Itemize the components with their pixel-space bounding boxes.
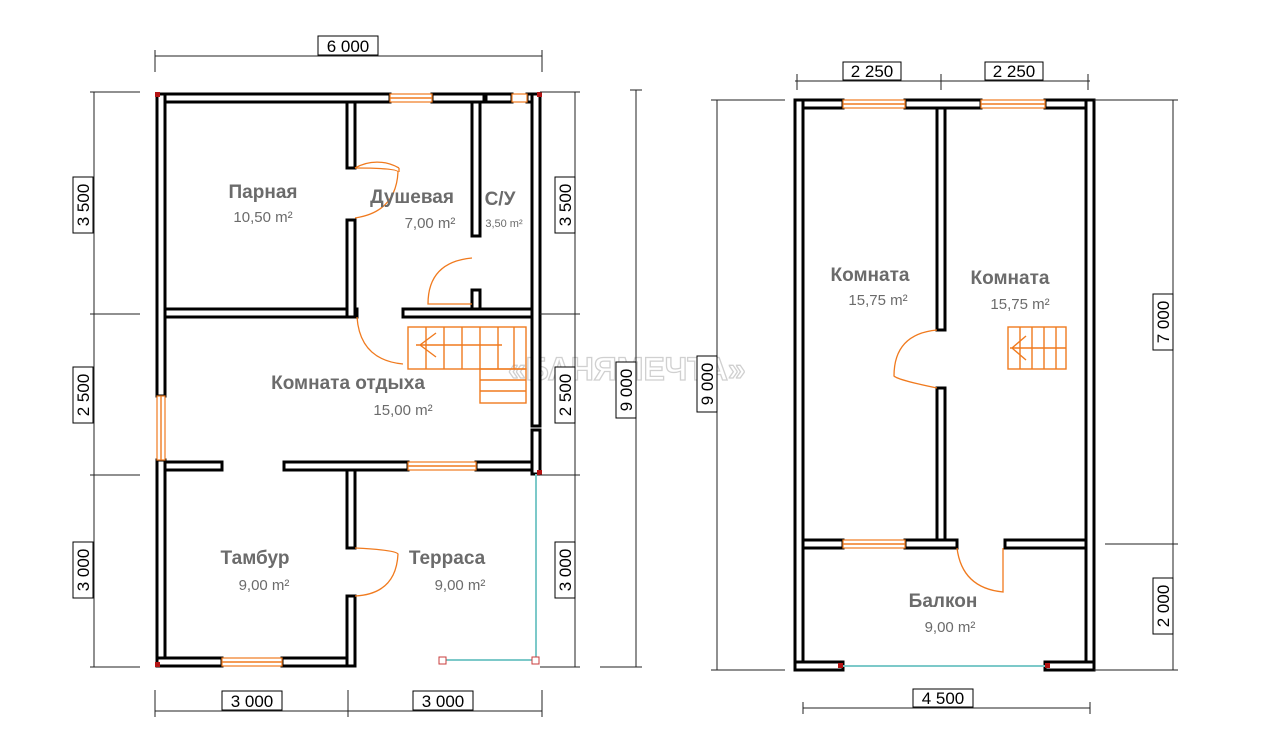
dim-upper-right-bottom: 2 000: [1154, 585, 1173, 628]
ground-dim-left: 3 500 2 500 3 000: [72, 91, 140, 668]
upper-dim-left: 9 000: [696, 99, 785, 671]
upper-dim-right: 7 000 2 000: [1094, 99, 1178, 671]
dim-upper-bottom-total: 4 500: [922, 689, 965, 708]
room-name-balkon: Балкон: [909, 591, 978, 612]
terrace-railing: [438, 474, 540, 665]
room-name-komnata-left: Комната: [831, 265, 910, 286]
room-name-komnata-right: Комната: [971, 268, 1050, 289]
room-area-komnata-otdykha: 15,00 m²: [373, 402, 432, 419]
ground-dim-right: 3 500 2 500 3 000 9 000: [540, 89, 642, 668]
dim-ground-bottom-right: 3 000: [422, 692, 465, 711]
room-area-komnata-left: 15,75 m²: [848, 292, 907, 309]
dim-upper-left-total: 9 000: [698, 363, 717, 406]
ground-dim-bottom: 3 000 3 000: [154, 690, 543, 717]
room-name-komnata-otdykha: Комната отдыха: [271, 373, 425, 394]
room-name-su: С/У: [485, 189, 516, 210]
dim-ground-left-middle: 2 500: [74, 374, 93, 417]
upper-floor-doors: [893, 329, 1004, 593]
room-area-komnata-right: 15,75 m²: [990, 296, 1049, 313]
upper-floor-windows: [842, 99, 1046, 549]
room-name-parnaya: Парная: [229, 182, 298, 203]
room-area-tambur: 9,00 m²: [239, 577, 290, 594]
dim-ground-left-top: 3 500: [74, 184, 93, 227]
ground-floor-doors: [354, 161, 473, 597]
upper-dim-bottom: 4 500: [802, 688, 1091, 714]
dim-ground-right-top: 3 500: [556, 184, 575, 227]
dim-upper-top-right: 2 250: [993, 62, 1036, 81]
upper-floor-walls: [793, 98, 1096, 672]
room-name-tambur: Тамбур: [221, 548, 290, 569]
dim-upper-top-left: 2 250: [851, 62, 894, 81]
upper-floor-stairs: [1007, 326, 1067, 370]
ground-dim-top: 6 000: [154, 35, 543, 72]
dim-ground-top-total: 6 000: [327, 37, 370, 56]
dim-upper-right-top: 7 000: [1154, 301, 1173, 344]
dim-ground-right-total: 9 000: [617, 369, 636, 412]
room-area-terrasa: 9,00 m²: [435, 577, 486, 594]
upper-floor-plan: Комната 15,75 m² Комната 15,75 m² Балкон…: [696, 61, 1178, 714]
room-area-balkon: 9,00 m²: [925, 619, 976, 636]
dim-ground-right-bottom: 3 000: [556, 549, 575, 592]
room-name-dushevaya: Душевая: [370, 187, 454, 208]
room-area-dushevaya: 7,00 m²: [405, 215, 456, 232]
dim-ground-right-middle: 2 500: [556, 374, 575, 417]
room-area-su: 3,50 m²: [485, 218, 523, 230]
ground-floor-stairs: [407, 326, 527, 404]
ground-floor-walls: [155, 92, 542, 668]
dim-ground-bottom-left: 3 000: [231, 692, 274, 711]
room-area-parnaya: 10,50 m²: [233, 209, 292, 226]
ground-floor-plan: Парная 10,50 m² Душевая 7,00 m² С/У 3,50…: [72, 35, 642, 717]
room-name-terrasa: Терраса: [409, 548, 486, 569]
ground-floor-windows: [156, 93, 528, 667]
dim-ground-left-bottom: 3 000: [74, 549, 93, 592]
upper-dim-top: 2 250 2 250: [795, 61, 1090, 90]
